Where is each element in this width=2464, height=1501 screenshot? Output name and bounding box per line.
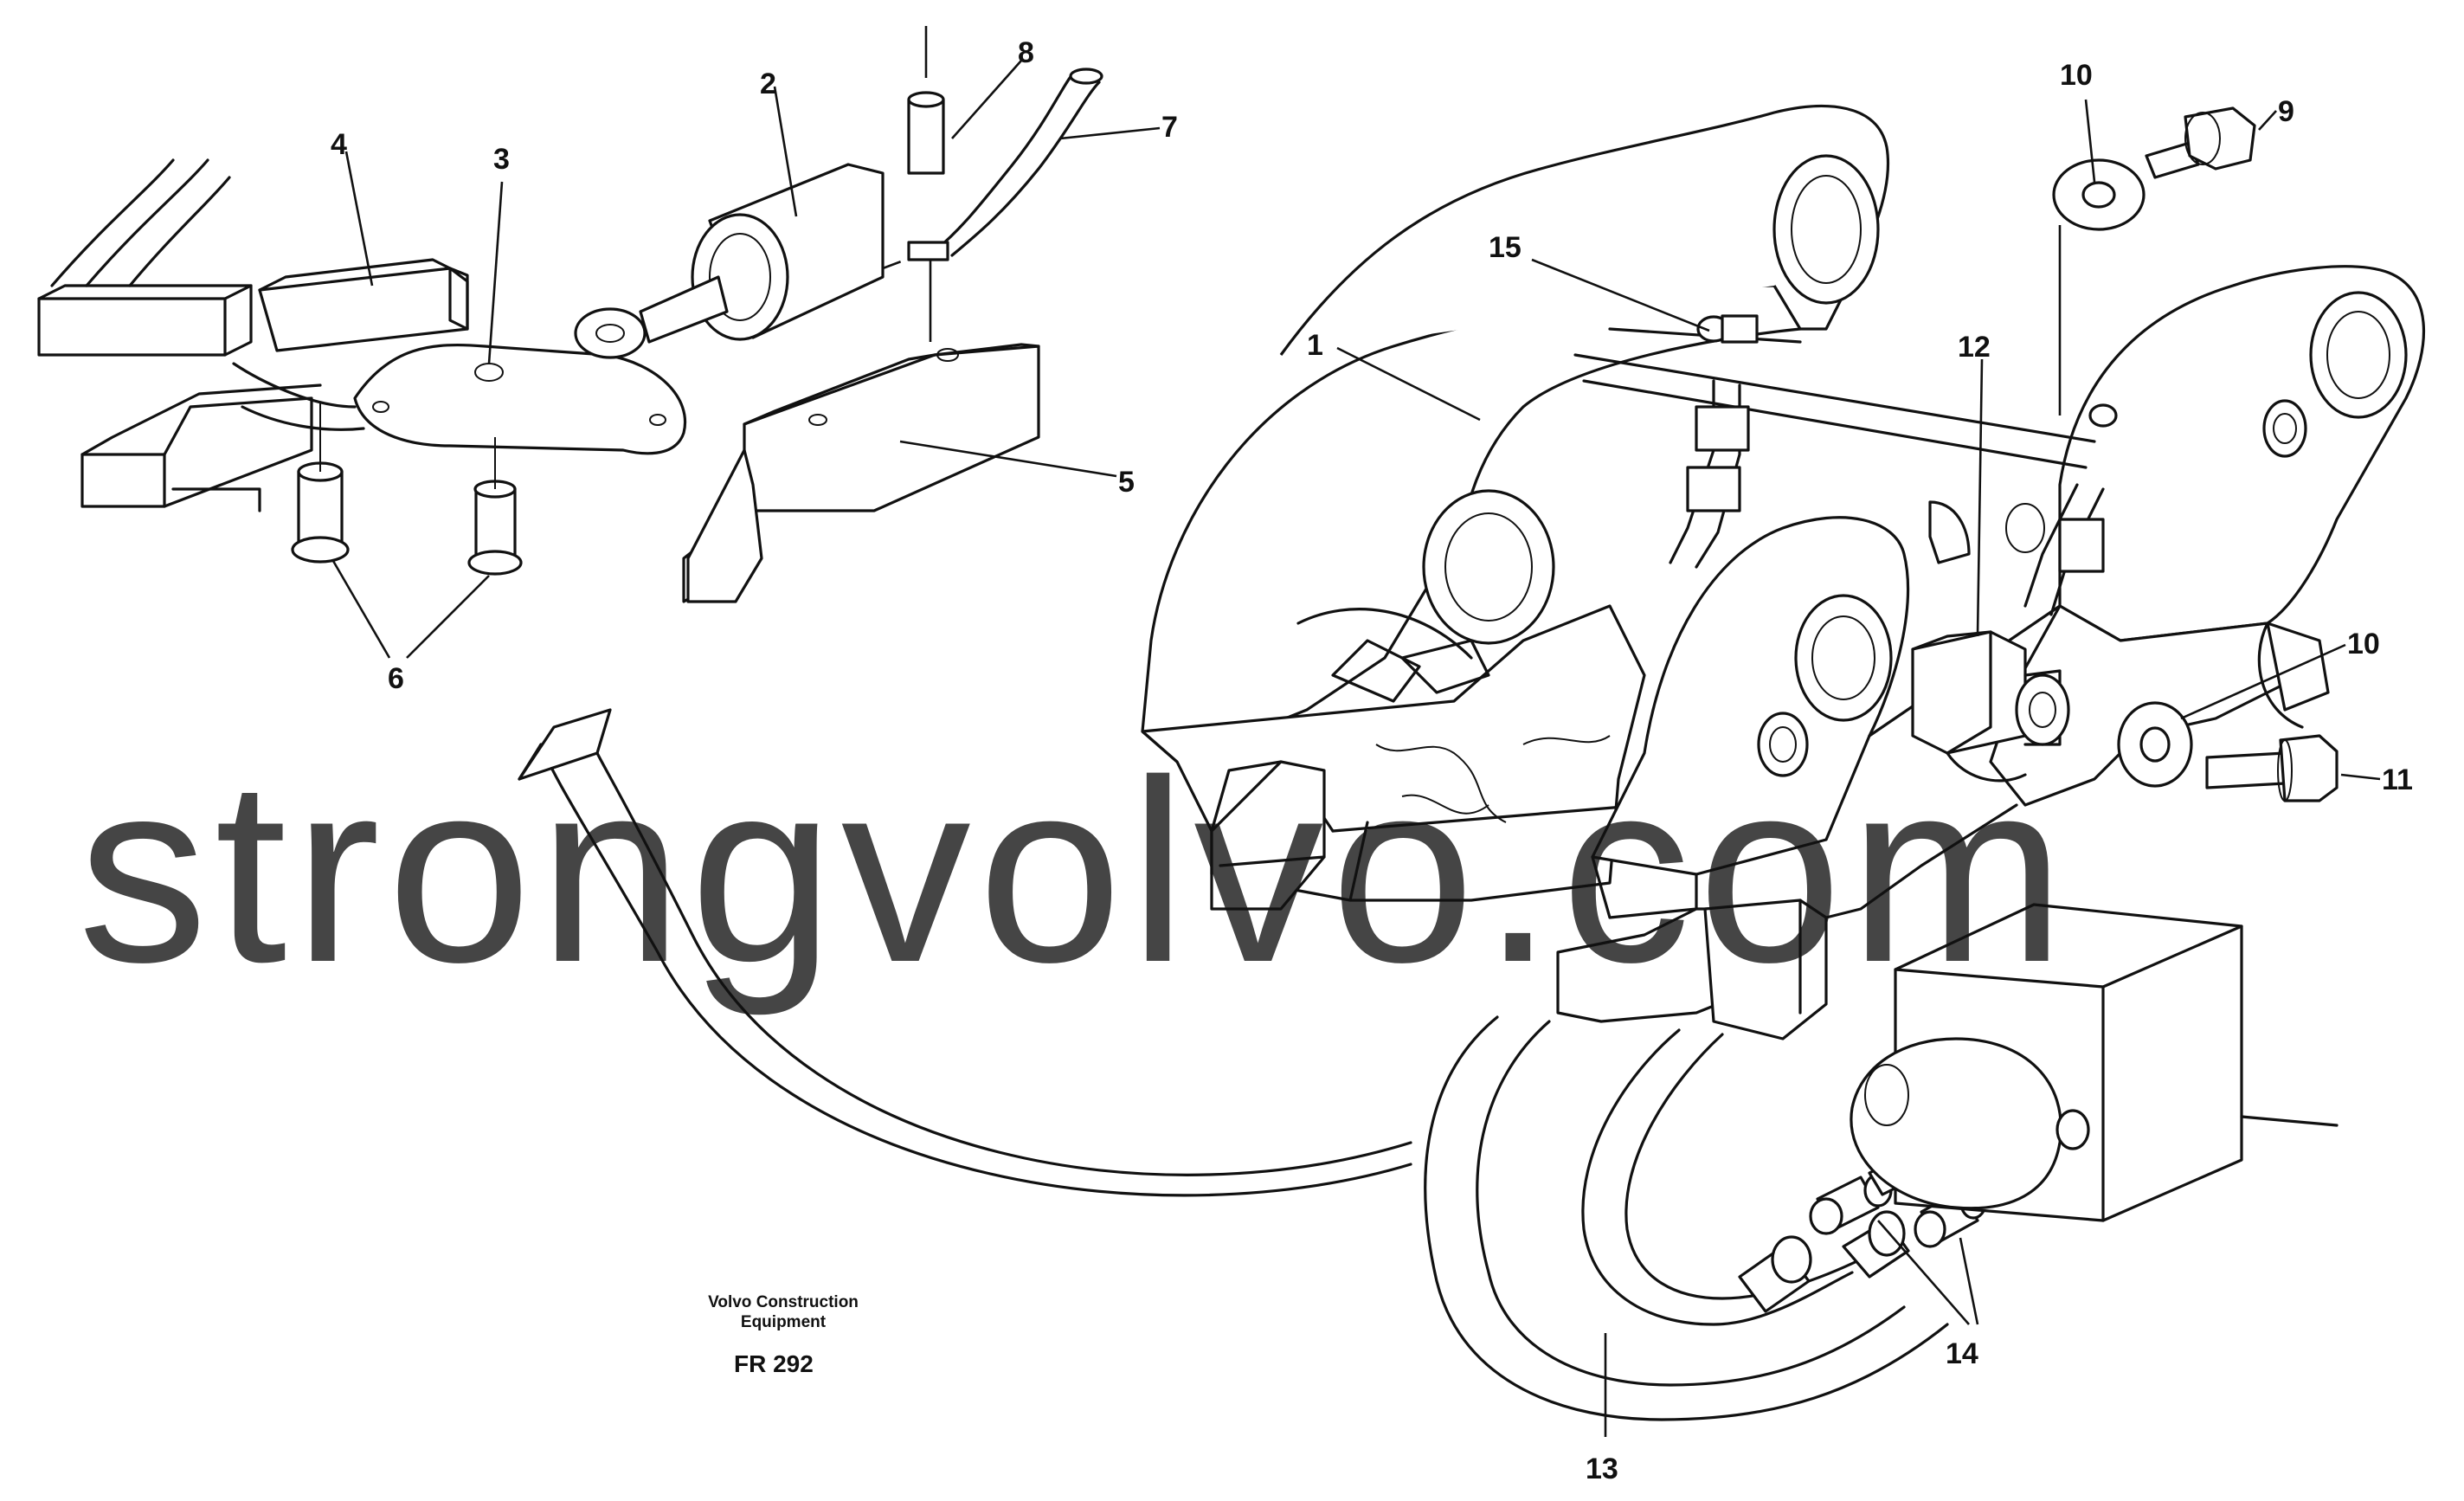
part-label-4: 4 bbox=[331, 128, 347, 161]
hose-assembly bbox=[1424, 903, 2339, 1421]
part-label-7: 7 bbox=[1161, 111, 1178, 144]
part-3-plate bbox=[353, 344, 687, 455]
hydraulic-cylinder bbox=[574, 163, 944, 359]
part-label-1: 1 bbox=[1307, 329, 1323, 362]
part-label-8: 8 bbox=[1018, 36, 1034, 69]
part-label-14: 14 bbox=[1946, 1337, 1978, 1370]
part-label-15: 15 bbox=[1489, 231, 1522, 264]
quick-coupler-body bbox=[1141, 105, 2426, 1040]
part-label-6: 6 bbox=[388, 662, 404, 695]
part-6-pins bbox=[291, 403, 523, 576]
part-label-10-right: 10 bbox=[2347, 628, 2380, 660]
part-label-5: 5 bbox=[1118, 466, 1135, 499]
wedge-lock-assembly bbox=[37, 158, 687, 576]
part-label-12: 12 bbox=[1958, 331, 1991, 364]
part-label-13: 13 bbox=[1586, 1453, 1618, 1485]
part-label-10-top: 10 bbox=[2060, 59, 2093, 92]
drawing-credit: Volvo Construction Equipment FR 292 bbox=[708, 1293, 859, 1377]
part-label-3: 3 bbox=[493, 143, 510, 176]
part-labels: 1 2 3 4 5 6 7 8 9 10 10 11 12 13 14 15 bbox=[331, 36, 2413, 1485]
part-7-rod bbox=[907, 68, 1103, 342]
part-8-pin bbox=[907, 26, 945, 175]
part-5-wedge bbox=[682, 343, 1040, 603]
watermark-text: strongvolvo.com bbox=[78, 725, 2072, 1018]
part-4-shape bbox=[258, 267, 469, 352]
assembly-arrow bbox=[518, 708, 1412, 1197]
credit-line-2: Equipment bbox=[741, 1313, 827, 1331]
credit-line-1: Volvo Construction bbox=[708, 1293, 859, 1311]
part-label-11: 11 bbox=[2382, 763, 2413, 796]
leader-lines bbox=[331, 60, 2381, 1437]
part-label-9: 9 bbox=[2278, 95, 2294, 128]
figure-code: FR 292 bbox=[734, 1350, 814, 1377]
part-label-2: 2 bbox=[760, 68, 776, 100]
